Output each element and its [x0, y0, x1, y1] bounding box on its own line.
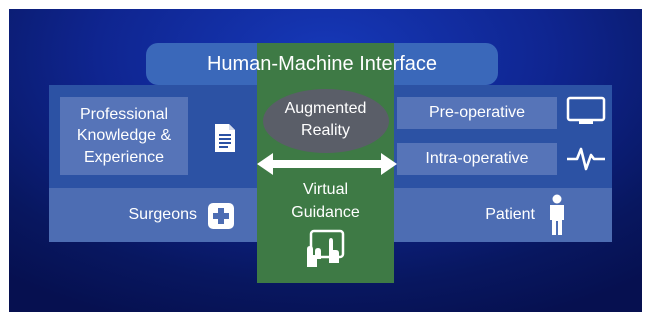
monitor-icon: [566, 96, 606, 124]
knowledge-experience-box: Professional Knowledge & Experience: [60, 97, 188, 175]
double-arrow-icon: [257, 153, 397, 175]
virtual-guidance-label: Virtual Guidance: [291, 180, 360, 221]
medical-cross-icon: [208, 203, 234, 229]
patient-label: Patient: [485, 206, 535, 223]
pre-operative-box: Pre-operative: [397, 97, 557, 129]
document-icon: [215, 124, 235, 152]
augmented-reality-ellipse: [263, 89, 389, 153]
surgeons-label: Surgeons: [128, 206, 198, 223]
heartbeat-icon: [567, 147, 605, 171]
person-icon: [550, 194, 564, 235]
intra-operative-box: Intra-operative: [397, 143, 557, 175]
diagram-canvas: Professional Knowledge & Experience Pre-…: [9, 9, 642, 312]
hmi-title: Human-Machine Interface: [206, 52, 438, 75]
augmented-reality-label: Augmented Reality: [284, 99, 367, 139]
touch-tablet-icon: [307, 229, 345, 267]
